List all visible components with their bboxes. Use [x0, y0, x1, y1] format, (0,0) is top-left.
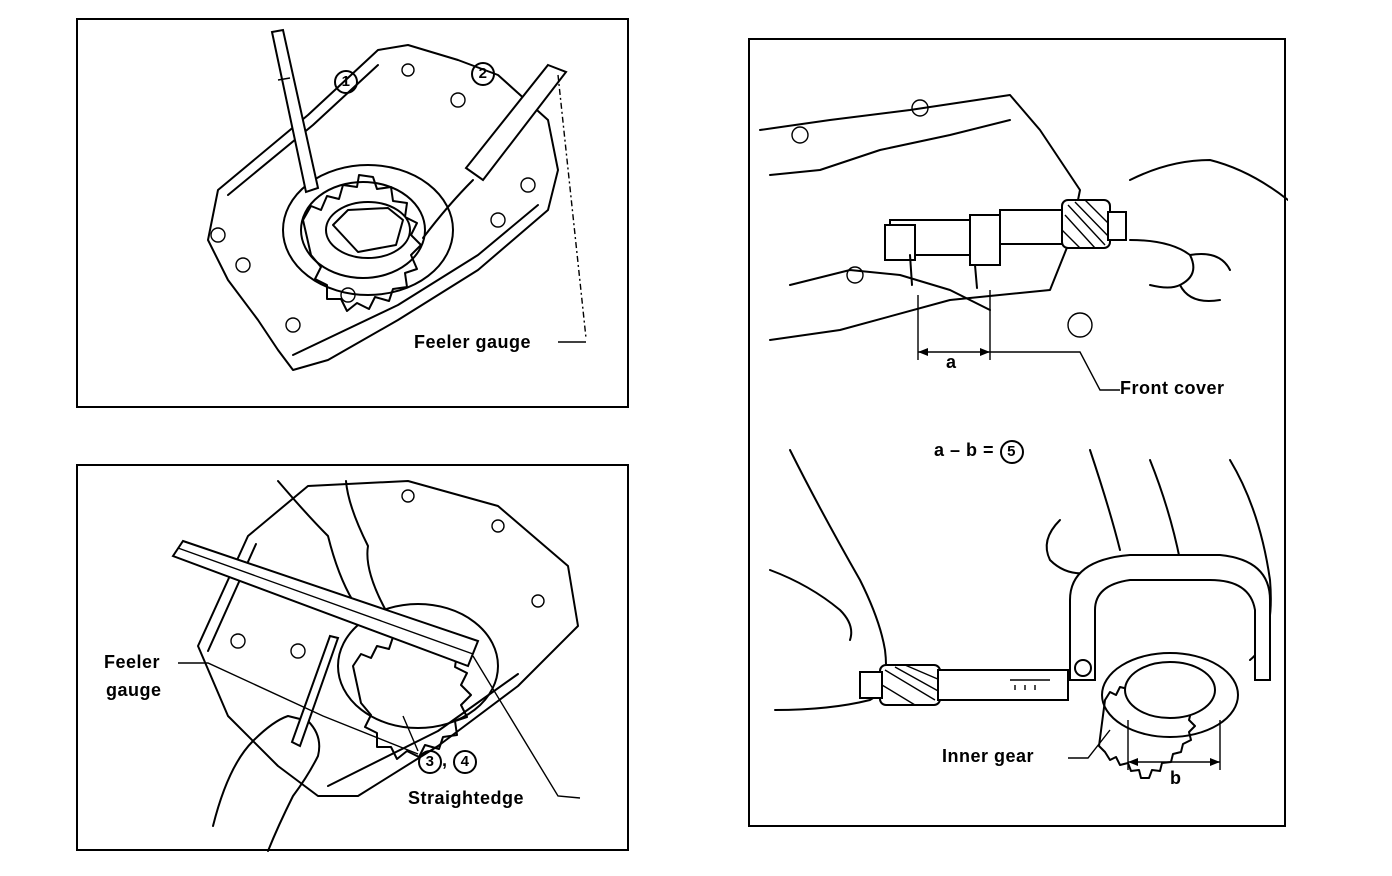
straightedge-housing-drawing	[171, 480, 581, 852]
callout-separator: ,	[442, 750, 448, 770]
label-inner-gear: Inner gear	[942, 746, 1035, 766]
callout-2: 2	[471, 62, 495, 86]
callout-4: 4	[453, 750, 478, 774]
oil-pump-housing-drawing	[207, 28, 587, 371]
panel-straightedge-check: Feeler gauge 3, 4 Straightedge	[76, 464, 629, 852]
label-feeler: Feeler	[104, 652, 161, 672]
callout-3: 3	[418, 750, 442, 774]
dimension-a: a	[946, 352, 957, 372]
formula-text: a – b =	[934, 440, 995, 460]
panel-feeler-gauge-clearance: 1 2 Feeler gauge	[76, 18, 629, 408]
callout-1: 1	[334, 70, 358, 94]
label-straightedge: Straightedge	[408, 788, 525, 808]
dimension-b: b	[1170, 768, 1182, 788]
label-feeler-gauge: Feeler gauge	[414, 332, 532, 352]
panel-micrometer-measurement: a Front cover a – b = 5 Inner gear b	[748, 38, 1288, 827]
label-gauge: gauge	[106, 680, 162, 700]
label-front-cover: Front cover	[1120, 378, 1225, 398]
micrometer-drawing	[759, 94, 1288, 779]
callout-5: 5	[999, 440, 1024, 464]
